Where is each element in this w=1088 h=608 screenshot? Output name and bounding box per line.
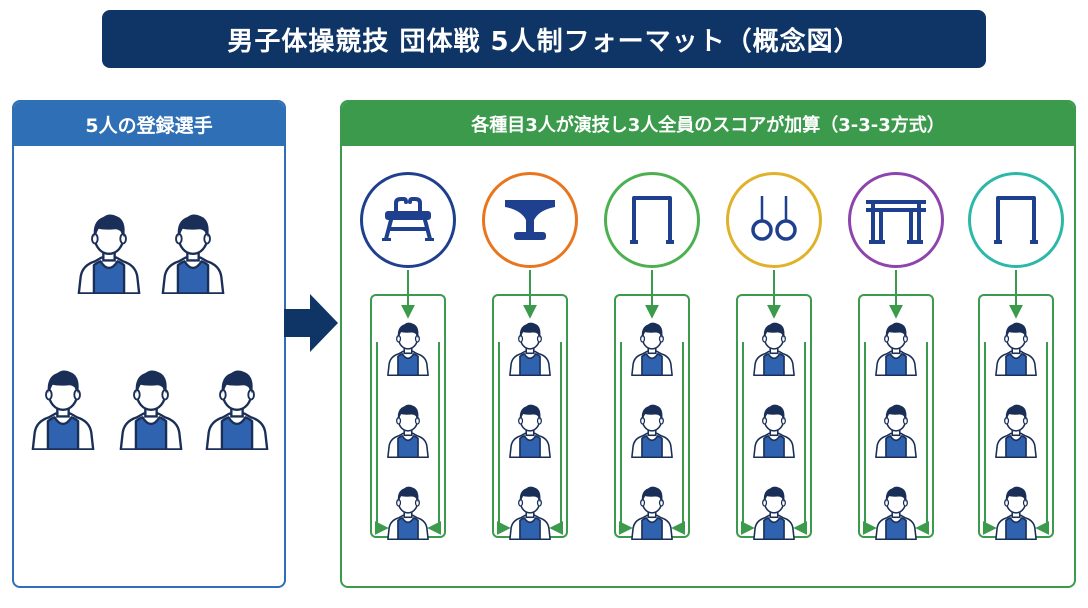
athlete-icon xyxy=(204,364,270,450)
athlete-icon xyxy=(752,482,796,540)
event-rotation-header: 各種目3人が演技し3人全員のスコアが加算（3-3-3方式） xyxy=(342,102,1074,146)
parallel-bars-icon xyxy=(866,200,926,244)
event-circle-high-bar xyxy=(604,172,700,268)
page-title: 男子体操競技 団体戦 5人制フォーマット（概念図） xyxy=(102,10,986,68)
athlete-icon xyxy=(508,318,552,376)
event-rotation-panel: 各種目3人が演技し3人全員のスコアが加算（3-3-3方式） xyxy=(340,100,1076,588)
athlete-icon xyxy=(76,208,142,294)
event-circle-vault xyxy=(482,172,578,268)
athlete-icon xyxy=(752,318,796,376)
event-circle-parallel-bars xyxy=(848,172,944,268)
athlete-icon xyxy=(874,318,918,376)
pommel-horse-icon xyxy=(382,197,434,241)
athlete-icon xyxy=(508,482,552,540)
athlete-icon xyxy=(160,208,226,294)
event-circle-pommel-horse xyxy=(360,172,456,268)
athlete-icon xyxy=(630,400,674,458)
arrow-right-icon xyxy=(284,294,338,352)
athlete-icon xyxy=(994,318,1038,376)
athlete-icon xyxy=(386,318,430,376)
athlete-icon xyxy=(386,482,430,540)
high-bar-icon xyxy=(994,196,1038,244)
event-circle-rings xyxy=(726,172,822,268)
vault-table-icon xyxy=(505,200,555,240)
athlete-icon xyxy=(508,400,552,458)
athlete-icon xyxy=(118,364,184,450)
athlete-icon xyxy=(386,400,430,458)
event-circle-high-bar-2 xyxy=(968,172,1064,268)
athlete-icon xyxy=(994,400,1038,458)
athlete-icon xyxy=(994,482,1038,540)
athlete-icon xyxy=(30,364,96,450)
rings-icon xyxy=(751,196,797,241)
high-bar-icon xyxy=(630,196,674,244)
connector-arrows xyxy=(374,270,1050,535)
athlete-icon xyxy=(874,400,918,458)
athlete-icon xyxy=(630,318,674,376)
athlete-icon xyxy=(752,400,796,458)
registered-players-panel: 5人の登録選手 xyxy=(12,100,286,588)
registered-players-header: 5人の登録選手 xyxy=(14,102,284,146)
athlete-icon xyxy=(630,482,674,540)
athlete-icon xyxy=(874,482,918,540)
